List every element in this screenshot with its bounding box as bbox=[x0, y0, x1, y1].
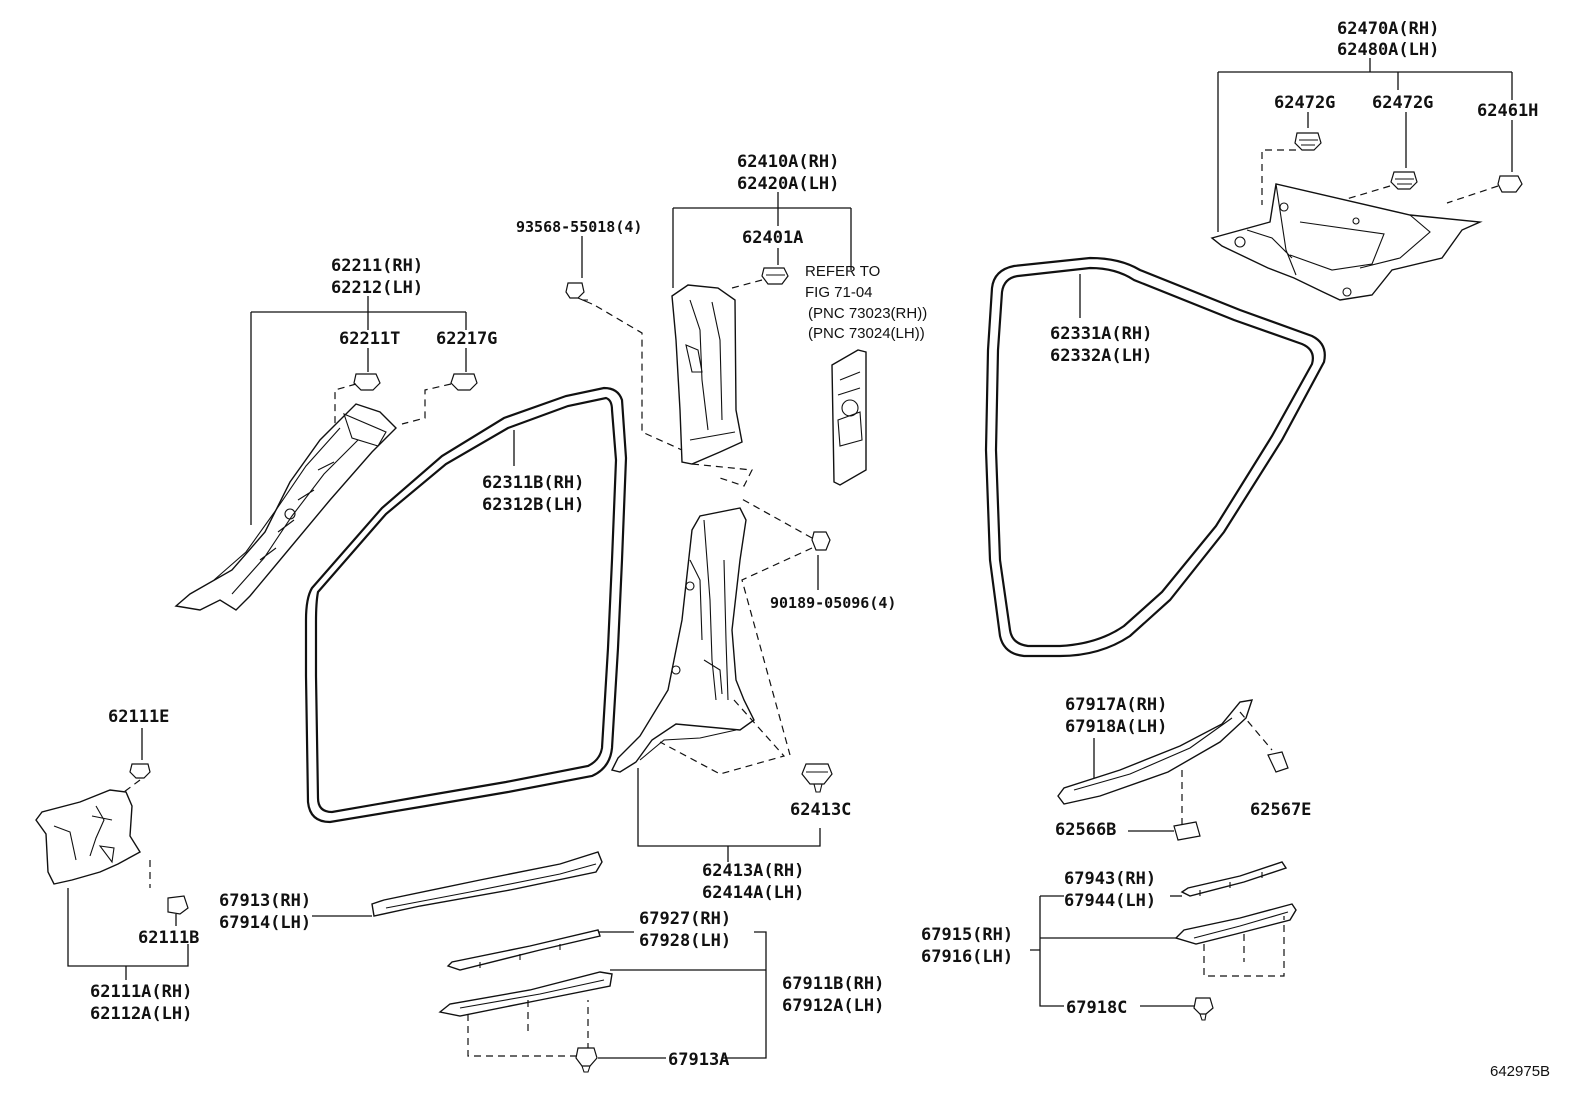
label-62331a: 62331A(RH) bbox=[1050, 324, 1152, 344]
front-door-weatherstrip: 62311B(RH) 62312B(LH) bbox=[304, 386, 628, 824]
refer-text-3: (PNC 73023(RH)) bbox=[808, 305, 927, 322]
label-67928: 67928(LH) bbox=[639, 931, 731, 951]
label-62217g: 62217G bbox=[436, 329, 497, 349]
label-62211: 62211(RH) bbox=[331, 256, 423, 276]
label-62111a: 62111A(RH) bbox=[90, 982, 192, 1002]
clip-62567e bbox=[1267, 751, 1289, 773]
rear-door-weatherstrip: 62331A(RH) 62332A(LH) bbox=[984, 256, 1326, 658]
clip-62461h bbox=[1497, 175, 1523, 193]
label-62567e: 62567E bbox=[1250, 800, 1311, 820]
center-pillar-lower-garnish-assembly: 90189-05096(4) 62413C 62413A(RH) 62414A(… bbox=[610, 497, 896, 903]
cowl-side-trim-assembly: 62111E 62111B 62111A(RH) 62112A(LH) bbox=[35, 707, 199, 1024]
label-62312b: 62312B(LH) bbox=[482, 495, 584, 515]
clip-62401a bbox=[761, 267, 789, 285]
label-62111e: 62111E bbox=[108, 707, 169, 727]
label-62332a: 62332A(LH) bbox=[1050, 346, 1152, 366]
seatbelt-anchor-cover bbox=[831, 349, 867, 486]
scuff-molding-67927 bbox=[446, 929, 601, 971]
label-62212: 62212(LH) bbox=[331, 278, 423, 298]
label-62472g-a: 62472G bbox=[1274, 93, 1335, 113]
screw-93568 bbox=[565, 282, 593, 305]
label-62566b: 62566B bbox=[1055, 820, 1116, 840]
label-62112a: 62112A(LH) bbox=[90, 1004, 192, 1024]
scuff-plate-67911b bbox=[438, 971, 613, 1017]
weatherstrip-62331a bbox=[984, 256, 1326, 658]
trim-62111a bbox=[35, 789, 141, 885]
scuff-plate-67917a bbox=[1057, 699, 1254, 805]
clip-62566b bbox=[1173, 821, 1201, 841]
front-door-scuff-assembly: 67927(RH) 67928(LH) 67911B(RH) 67912A(LH… bbox=[438, 909, 884, 1073]
refer-text-4: (PNC 73024(LH)) bbox=[808, 325, 925, 342]
clip-67918c bbox=[1193, 997, 1214, 1021]
clip-62111b bbox=[167, 895, 189, 915]
rear-door-scuff-plate-assembly: 67943(RH) 67944(LH) 67915(RH) 67916(LH) … bbox=[921, 861, 1297, 1021]
clip-67913a bbox=[575, 1047, 598, 1073]
clip-62413c bbox=[801, 763, 833, 793]
label-67913a: 67913A bbox=[668, 1050, 729, 1070]
label-62420a: 62420A(LH) bbox=[737, 174, 839, 194]
label-67918c: 67918C bbox=[1066, 998, 1127, 1018]
label-62111b: 62111B bbox=[138, 928, 199, 948]
clip-62111e bbox=[129, 763, 151, 779]
garnish-62413a bbox=[610, 507, 755, 773]
refer-text-1: REFER TO bbox=[805, 263, 880, 280]
label-67912a: 67912A(LH) bbox=[782, 996, 884, 1016]
clip-62472g-a bbox=[1294, 132, 1322, 151]
label-67911b: 67911B(RH) bbox=[782, 974, 884, 994]
label-62311b: 62311B(RH) bbox=[482, 473, 584, 493]
label-67943: 67943(RH) bbox=[1064, 869, 1156, 889]
clip-62217g bbox=[450, 373, 478, 391]
label-62461h: 62461H bbox=[1477, 101, 1538, 121]
label-62413c: 62413C bbox=[790, 800, 851, 820]
label-62472g-b: 62472G bbox=[1372, 93, 1433, 113]
label-62211t: 62211T bbox=[339, 329, 400, 349]
garnish-62410a bbox=[671, 284, 743, 465]
scuff-plate-67915 bbox=[1174, 903, 1297, 945]
label-67916: 67916(LH) bbox=[921, 947, 1013, 967]
garnish-62470a bbox=[1210, 183, 1483, 301]
label-67917a: 67917A(RH) bbox=[1065, 695, 1167, 715]
clip-62211t bbox=[353, 373, 381, 391]
label-62414a: 62414A(LH) bbox=[702, 883, 804, 903]
label-67918a: 67918A(LH) bbox=[1065, 717, 1167, 737]
weatherstrip-62311b bbox=[304, 386, 628, 824]
label-62413a: 62413A(RH) bbox=[702, 861, 804, 881]
label-67914: 67914(LH) bbox=[219, 913, 311, 933]
clip-90189 bbox=[811, 531, 831, 551]
rear-pillar-garnish-assembly: 62470A(RH) 62480A(LH) 62472G 62472G 6246… bbox=[1210, 19, 1538, 301]
front-pillar-garnish-assembly: 62211(RH) 62212(LH) 62211T 62217G bbox=[174, 256, 497, 611]
refer-text-2: FIG 71-04 bbox=[805, 284, 873, 301]
rear-door-scuff-assembly: 67917A(RH) 67918A(LH) 62567E 62566B bbox=[1055, 695, 1311, 841]
figure-number: 642975B bbox=[1490, 1063, 1550, 1080]
clip-62472g-b bbox=[1390, 171, 1418, 190]
label-67944: 67944(LH) bbox=[1064, 891, 1156, 911]
label-67913: 67913(RH) bbox=[219, 891, 311, 911]
label-62410a: 62410A(RH) bbox=[737, 152, 839, 172]
label-62480a: 62480A(LH) bbox=[1337, 40, 1439, 60]
garnish-62211 bbox=[174, 403, 397, 611]
label-62470a: 62470A(RH) bbox=[1337, 19, 1439, 39]
center-pillar-upper-garnish-assembly: 62410A(RH) 62420A(LH) 62401A 93568-55018… bbox=[516, 152, 927, 487]
scuff-molding-67943 bbox=[1180, 861, 1288, 897]
label-62401a: 62401A bbox=[742, 228, 803, 248]
label-67915: 67915(RH) bbox=[921, 925, 1013, 945]
label-93568: 93568-55018(4) bbox=[516, 218, 642, 236]
label-90189: 90189-05096(4) bbox=[770, 594, 896, 612]
front-door-scuff-inner: 67913(RH) 67914(LH) bbox=[219, 851, 603, 933]
label-67927: 67927(RH) bbox=[639, 909, 731, 929]
scuff-67913 bbox=[371, 851, 603, 917]
